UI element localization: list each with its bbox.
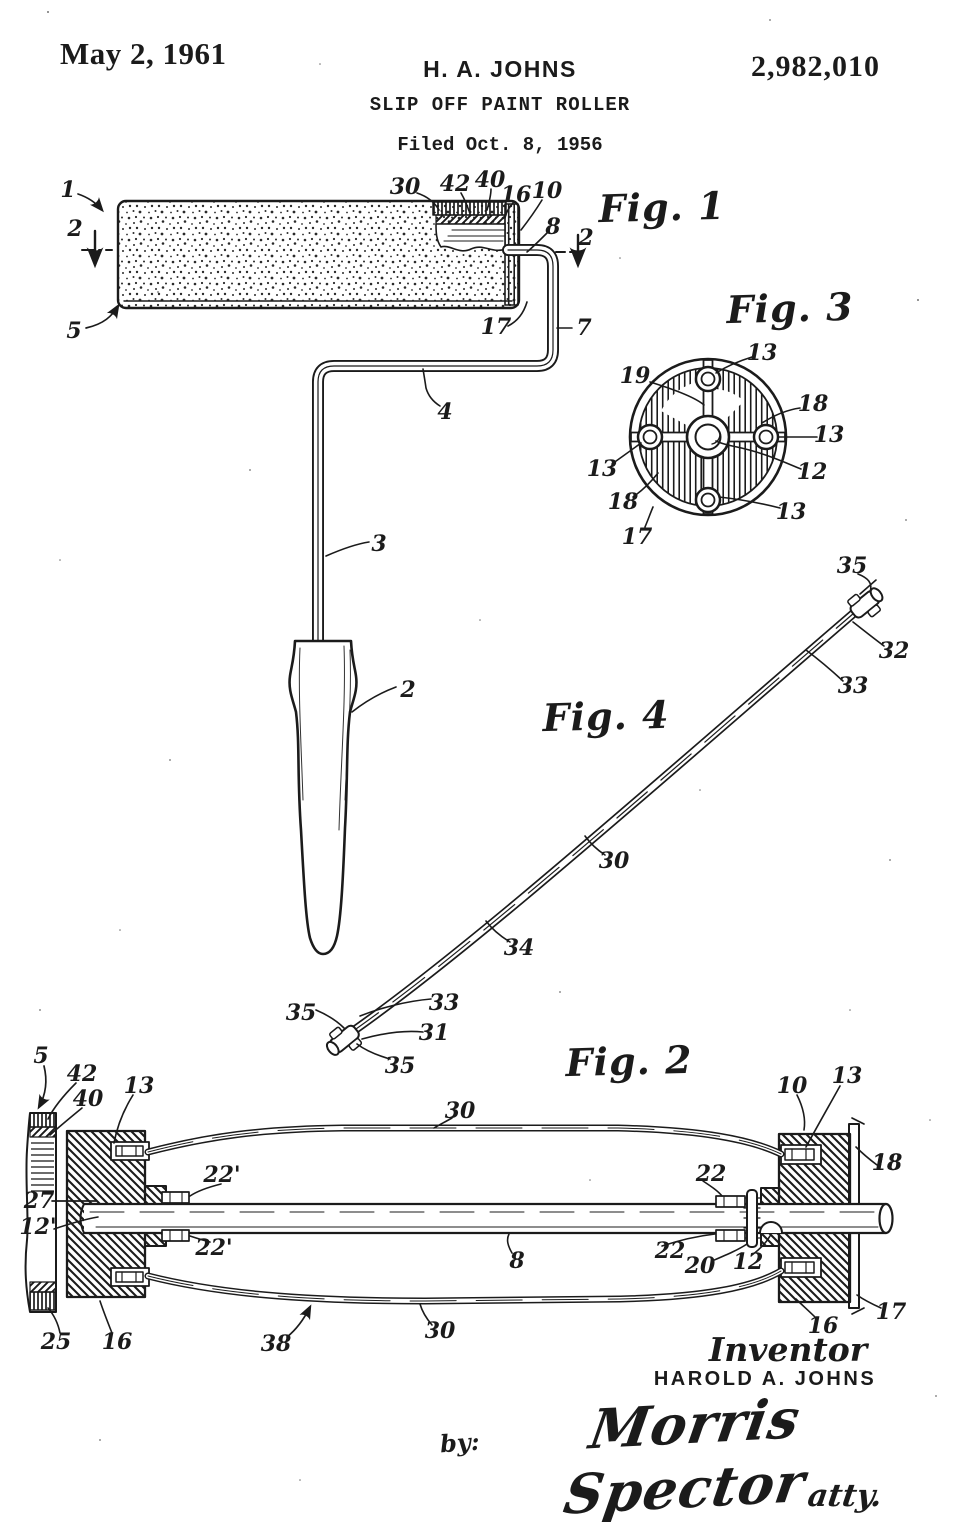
ref-fig1-1: 1 [60, 177, 76, 203]
ref-fig4-34: 34 [503, 935, 535, 961]
ref-fig2-30: 30 [424, 1318, 456, 1344]
ref-fig2-16: 16 [101, 1329, 133, 1355]
ref-fig2-5: 5 [33, 1043, 49, 1069]
ref-fig2-25: 25 [40, 1329, 72, 1355]
ref-fig1-5: 5 [66, 318, 82, 344]
ref-fig3-12: 12 [796, 459, 828, 485]
ref-fig2-13: 13 [123, 1073, 155, 1099]
attorney-title: atty. [805, 1478, 885, 1514]
ref-fig4-31: 31 [418, 1020, 450, 1046]
ref-fig1-3: 3 [371, 531, 387, 557]
ref-fig4-32: 32 [878, 638, 910, 664]
ref-fig2-22: 22 [654, 1238, 686, 1264]
ref-fig1-2: 2 [400, 677, 416, 703]
ref-fig3-13: 13 [586, 456, 618, 482]
patent-author: H. A. JOHNS [423, 56, 577, 82]
fig3-caption: Fig. 3 [725, 283, 855, 333]
inventor-name: HAROLD A. JOHNS [653, 1368, 877, 1390]
ref-fig3-17: 17 [621, 524, 653, 550]
ref-fig2-18: 18 [871, 1150, 903, 1176]
ref-fig1-16: 16 [500, 182, 532, 208]
ref-fig4-33: 33 [837, 673, 869, 699]
ref-fig1-2: 2 [578, 225, 594, 251]
ref-fig2-22: 22 [695, 1161, 727, 1187]
ref-fig1-30: 30 [389, 174, 421, 200]
ref-fig2-13: 13 [831, 1063, 863, 1089]
ref-fig1-40: 40 [474, 167, 506, 193]
ref-fig2-22': 22' [203, 1162, 241, 1188]
ref-fig1-42: 42 [439, 171, 471, 197]
patent-title: SLIP OFF PAINT ROLLER [369, 94, 631, 116]
ref-fig2-20: 20 [684, 1253, 716, 1279]
ref-fig3-13: 13 [775, 499, 807, 525]
ref-fig2-18: 18 [871, 1150, 903, 1176]
ref-fig2-12: 12 [732, 1249, 764, 1275]
ref-fig2-42: 42 [66, 1061, 98, 1087]
fig4-caption: Fig. 4 [541, 691, 671, 741]
ref-fig4-35: 35 [836, 553, 868, 579]
ref-fig2-12': 12' [19, 1214, 57, 1240]
ref-fig3-18: 18 [797, 391, 829, 417]
ref-fig3-19: 19 [619, 363, 651, 389]
inventor-heading: Inventor [708, 1330, 868, 1369]
fig1-drawing [77, 188, 587, 956]
ref-fig4-30: 30 [598, 848, 630, 874]
fig3-drawing [611, 356, 818, 528]
ref-fig1-17: 17 [480, 314, 512, 340]
ref-fig1-2: 2 [67, 216, 83, 242]
ref-fig1-8: 8 [545, 214, 561, 240]
ref-fig1-10: 10 [531, 178, 563, 204]
patent-date: May 2, 1961 [60, 36, 227, 71]
patent-number: 2,982,010 [751, 50, 880, 83]
ref-fig3-13: 13 [813, 422, 845, 448]
ref-fig2-17: 17 [875, 1299, 907, 1325]
ref-fig4-35: 35 [285, 1000, 317, 1026]
fig1-caption: Fig. 1 [597, 182, 727, 232]
ref-fig3-18: 18 [607, 489, 639, 515]
ref-fig4-33: 33 [428, 990, 460, 1016]
ref-fig2-40: 40 [72, 1086, 104, 1112]
ref-fig2-16: 16 [807, 1313, 839, 1339]
ref-fig1-7: 7 [576, 315, 592, 341]
ref-fig3-13: 13 [746, 340, 778, 366]
ref-fig1-4: 4 [437, 399, 453, 425]
fig4-drawing [315, 573, 885, 1060]
fig2-caption: Fig. 2 [564, 1036, 694, 1086]
fig2-drawing [24, 1065, 894, 1338]
ref-fig2-38: 38 [260, 1331, 292, 1357]
patent-filed-date: Filed Oct. 8, 1956 [397, 134, 603, 156]
ref-fig2-22': 22' [195, 1235, 233, 1261]
ref-fig2-10: 10 [776, 1073, 808, 1099]
ref-fig4-35: 35 [384, 1053, 416, 1079]
ref-fig2-8: 8 [509, 1248, 525, 1274]
ref-fig2-30: 30 [444, 1098, 476, 1124]
ref-fig2-27: 27 [23, 1188, 55, 1214]
